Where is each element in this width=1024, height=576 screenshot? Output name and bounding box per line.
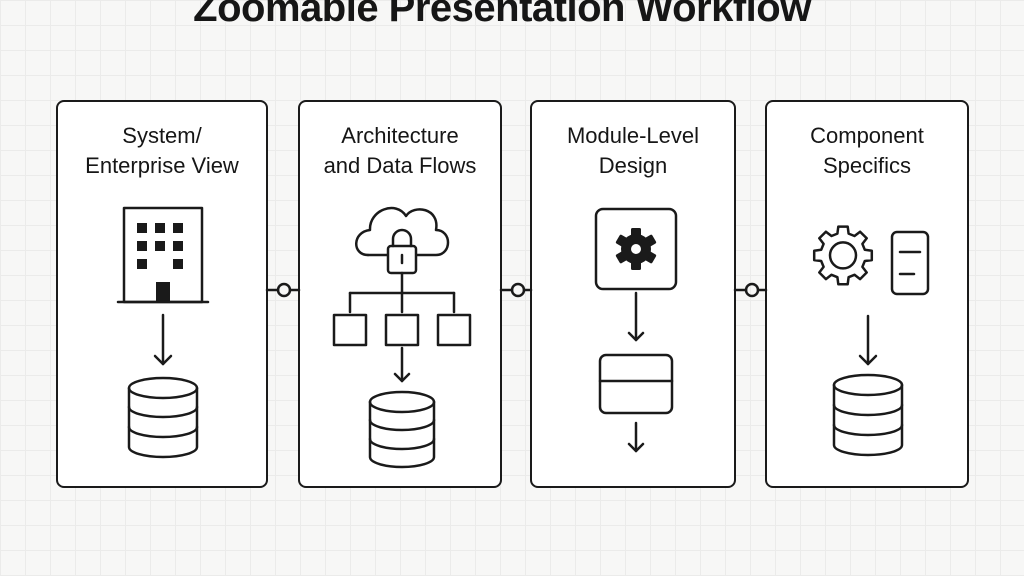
arrow-down-icon [153, 313, 173, 366]
diagram-title: Zoomable Presentation Workflow [193, 0, 811, 30]
device-icon [890, 230, 930, 296]
arrow-down-icon [627, 421, 645, 453]
panel-title: System/ Enterprise View [58, 121, 266, 181]
chain-link-icon [733, 282, 768, 298]
panel-title: Architecture and Data Flows [300, 121, 500, 181]
panel-module-level-design: Module-Level Design [530, 100, 736, 488]
cloud-lock-icon [355, 206, 450, 275]
gear-box-icon [594, 207, 678, 291]
hierarchy-icon [332, 271, 472, 347]
database-icon [368, 390, 436, 469]
panel-system-enterprise-view: System/ Enterprise View [56, 100, 268, 488]
building-icon [116, 206, 210, 304]
chain-link-icon [499, 282, 533, 298]
database-icon [127, 376, 199, 459]
panel-title-line-1: Component [810, 123, 924, 148]
panel-title: Module-Level Design [532, 121, 734, 181]
arrow-down-icon [858, 314, 878, 366]
module-block-icon [598, 353, 674, 415]
arrow-down-icon [393, 346, 411, 383]
panel-component-specifics: Component Specifics [765, 100, 969, 488]
panel-title-line-1: Module-Level [566, 123, 700, 148]
arrow-down-icon [627, 291, 645, 342]
panel-title-line-2: Enterprise View [85, 153, 239, 178]
gear-icon [812, 225, 874, 286]
database-icon [832, 373, 904, 457]
chain-link-icon [265, 282, 301, 298]
panel-title-line-2: Specifics [822, 153, 912, 178]
panel-title-line-2: and Data Flows [323, 153, 477, 178]
panel-title-line-2: Design [598, 153, 668, 178]
panel-title: Component Specifics [767, 121, 967, 181]
panel-architecture-data-flows: Architecture and Data Flows [298, 100, 502, 488]
panel-title-line-1: System/ [122, 123, 202, 148]
panel-title-line-1: Architecture [341, 123, 459, 148]
